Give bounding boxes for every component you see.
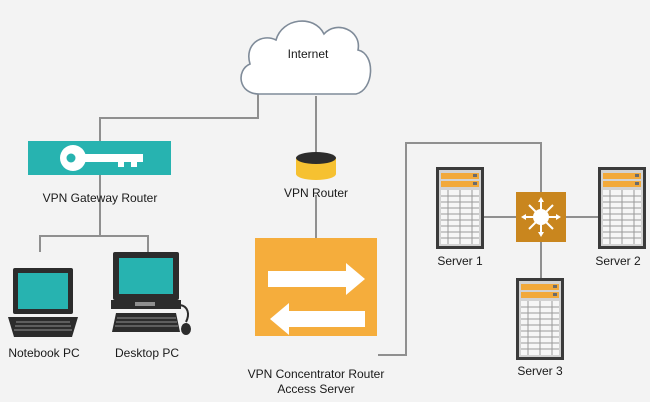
vpn-gateway-router-label: VPN Gateway Router [42,191,158,205]
connection-lines [39,92,598,356]
server-rack-icon [435,166,485,250]
server-1-label: Server 1 [437,254,483,268]
server-2-label: Server 2 [595,254,641,268]
desktop-pc-label: Desktop PC [114,346,180,360]
server-rack-icon [597,166,647,250]
router-cylinder-icon [296,152,336,180]
bidirectional-arrows-icon [255,238,377,336]
server-rack-icon [515,277,565,361]
notebook-pc-label: Notebook PC [8,346,80,360]
vpn-concentrator-router-label: VPN Concentrator Router [247,367,385,381]
key-icon [28,141,171,175]
cloud-icon [240,20,372,95]
access-server-label: Access Server [277,382,355,396]
vpn-router-label: VPN Router [283,186,349,200]
switch-star-icon [516,192,566,242]
server-3-label: Server 3 [517,364,563,378]
laptop-icon [8,268,78,337]
desktop-computer-icon [111,252,191,335]
internet-label: Internet [287,47,329,61]
